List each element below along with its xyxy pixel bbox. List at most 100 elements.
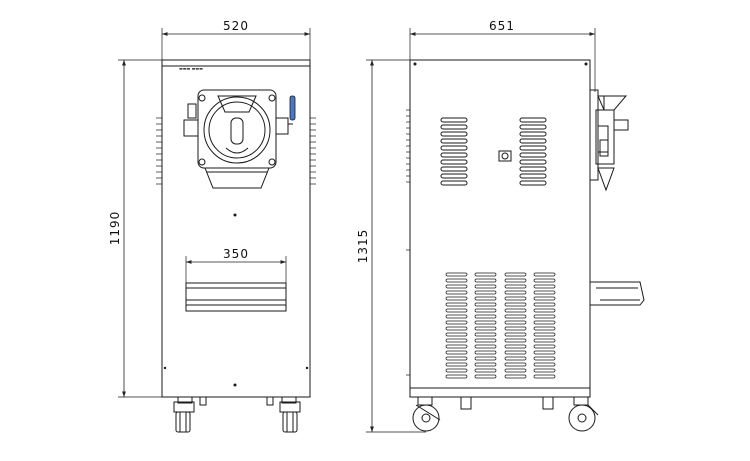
vent-slot	[445, 356, 468, 361]
vent-slot	[445, 284, 468, 289]
front-body-outline	[161, 59, 311, 398]
vent-slot	[533, 326, 556, 331]
vent-slot	[474, 356, 497, 361]
side-upper-vent-right	[519, 117, 547, 186]
side-tray	[590, 281, 645, 306]
vent-slot	[504, 314, 527, 319]
front-side-vents-right	[310, 117, 316, 185]
side-depth-label: 651	[489, 19, 515, 33]
vent-slot	[533, 338, 556, 343]
vent-slot	[504, 344, 527, 349]
vent-slot	[474, 308, 497, 313]
side-hopper-assembly	[589, 89, 629, 192]
vent-slot	[504, 338, 527, 343]
vent-slot	[533, 356, 556, 361]
side-feet	[460, 396, 554, 410]
vent-slot	[533, 278, 556, 283]
dim-front-door-width: 350	[185, 247, 287, 283]
vent-slot	[504, 332, 527, 337]
dim-front-width: 520	[161, 19, 311, 60]
side-wheel-right	[568, 396, 599, 432]
vent-slot	[474, 332, 497, 337]
side-upper-vent-left	[440, 117, 468, 186]
front-feet	[199, 396, 274, 406]
vent-slot	[504, 326, 527, 331]
side-left-ticks	[406, 109, 410, 376]
vent-slot	[533, 362, 556, 367]
vent-slot	[445, 368, 468, 373]
vent-slot	[504, 272, 527, 277]
vent-slot	[533, 272, 556, 277]
vent-slot	[504, 350, 527, 355]
vent-slot	[445, 338, 468, 343]
vent-slot	[445, 350, 468, 355]
dim-side-depth: 651	[409, 19, 596, 92]
vent-slot	[445, 344, 468, 349]
vent-slot	[445, 314, 468, 319]
vent-slot	[533, 314, 556, 319]
vent-slot	[474, 290, 497, 295]
vent-slot	[474, 272, 497, 277]
front-lower-door	[185, 282, 287, 312]
vent-slot	[504, 308, 527, 313]
vent-slot	[533, 368, 556, 373]
side-lower-vents	[445, 272, 556, 379]
vent-slot	[504, 278, 527, 283]
front-dispenser-door	[183, 89, 296, 189]
vent-slot	[504, 290, 527, 295]
vent-slot	[474, 302, 497, 307]
vent-slot	[533, 350, 556, 355]
vent-slot	[474, 374, 497, 379]
vent-slot	[445, 272, 468, 277]
vent-slot	[445, 302, 468, 307]
vent-slot	[533, 374, 556, 379]
front-side-vents-left	[156, 117, 162, 185]
vent-slot	[504, 356, 527, 361]
vent-slot	[474, 278, 497, 283]
vent-slot	[445, 326, 468, 331]
front-height-label: 1190	[108, 211, 122, 246]
handle-accent	[289, 95, 296, 121]
vent-slot	[474, 284, 497, 289]
vent-slot	[533, 344, 556, 349]
vent-slot	[504, 296, 527, 301]
vent-slot	[533, 308, 556, 313]
vent-slot	[445, 374, 468, 379]
vent-slot	[533, 302, 556, 307]
vent-slot	[504, 368, 527, 373]
dim-front-height: 1190	[108, 59, 162, 398]
front-view: ▬▬▬ ▬▬▬	[156, 59, 316, 433]
vent-slot	[504, 362, 527, 367]
vent-slot	[474, 350, 497, 355]
vent-slot	[474, 320, 497, 325]
vent-slot	[533, 296, 556, 301]
vent-slot	[474, 296, 497, 301]
side-body-outline	[409, 59, 591, 398]
vent-slot	[533, 320, 556, 325]
vent-slot	[533, 332, 556, 337]
vent-slot	[533, 284, 556, 289]
side-wheel-left	[412, 396, 441, 432]
vent-slot	[474, 326, 497, 331]
side-height-label: 1315	[356, 229, 370, 264]
vent-slot	[445, 296, 468, 301]
vent-slot	[445, 278, 468, 283]
vent-slot	[445, 320, 468, 325]
side-view	[406, 59, 645, 432]
front-caster-left	[173, 396, 195, 433]
vent-slot	[474, 314, 497, 319]
dim-side-height: 1315	[356, 59, 426, 433]
vent-slot	[474, 362, 497, 367]
vent-slot	[474, 368, 497, 373]
front-width-label: 520	[223, 19, 249, 33]
vent-slot	[504, 320, 527, 325]
vent-slot	[445, 308, 468, 313]
vent-slot	[504, 284, 527, 289]
front-door-width-label: 350	[223, 247, 249, 261]
vent-slot	[474, 338, 497, 343]
side-switch	[498, 150, 512, 162]
front-logo: ▬▬▬ ▬▬▬	[179, 66, 203, 71]
vent-slot	[504, 302, 527, 307]
front-caster-right	[279, 396, 301, 433]
